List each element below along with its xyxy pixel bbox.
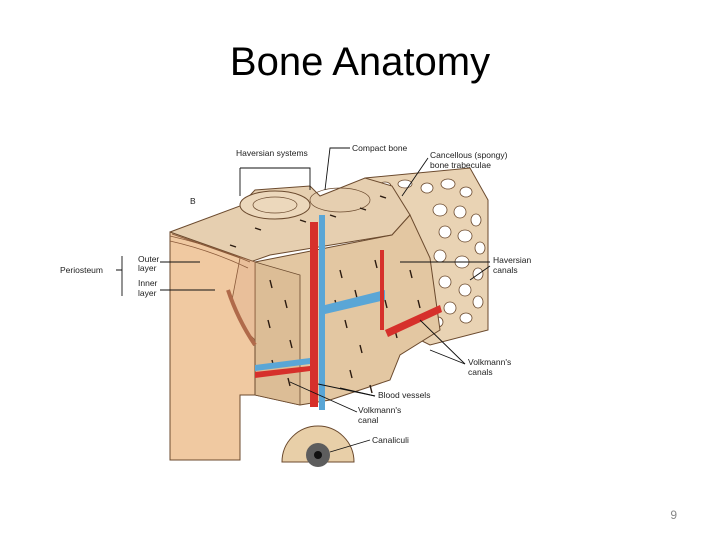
label-volkmanns-canals-line2: canals [468, 367, 493, 377]
label-outer-layer-line1: Outer [138, 254, 159, 264]
label-outer-layer-line2: layer [138, 263, 157, 273]
label-cancellous-line1: Cancellous (spongy) [430, 150, 508, 160]
label-haversian-canals-line2: canals [493, 265, 518, 275]
label-compact-bone: Compact bone [352, 143, 408, 153]
label-periosteum: Periosteum [60, 265, 103, 275]
diagram-labels: B Haversian systems Compact bone Cancell… [60, 143, 532, 445]
label-canaliculi: Canaliculi [372, 435, 409, 445]
canaliculi-inset [281, 425, 355, 467]
leader-lines [116, 147, 491, 453]
label-volkmanns-canal-line1: Volkmann's [358, 405, 401, 415]
label-volkmanns-canal-line2: canal [358, 415, 378, 425]
blood-vessels [255, 215, 442, 410]
label-inner-layer-line1: Inner [138, 278, 158, 288]
label-haversian-canals-line1: Haversian [493, 255, 532, 265]
periosteum-block [169, 231, 257, 461]
compact-bone-top [169, 177, 411, 263]
slide-title: Bone Anatomy [229, 40, 491, 84]
label-volkmanns-canals-line1: Volkmann's [468, 357, 511, 367]
panel-letter: B [190, 196, 196, 206]
page-number: 9 [670, 508, 677, 522]
label-inner-layer-line2: layer [138, 288, 157, 298]
label-cancellous-line2: bone trabeculae [430, 160, 491, 170]
label-haversian-systems: Haversian systems [236, 148, 308, 158]
label-blood-vessels: Blood vessels [378, 390, 430, 400]
